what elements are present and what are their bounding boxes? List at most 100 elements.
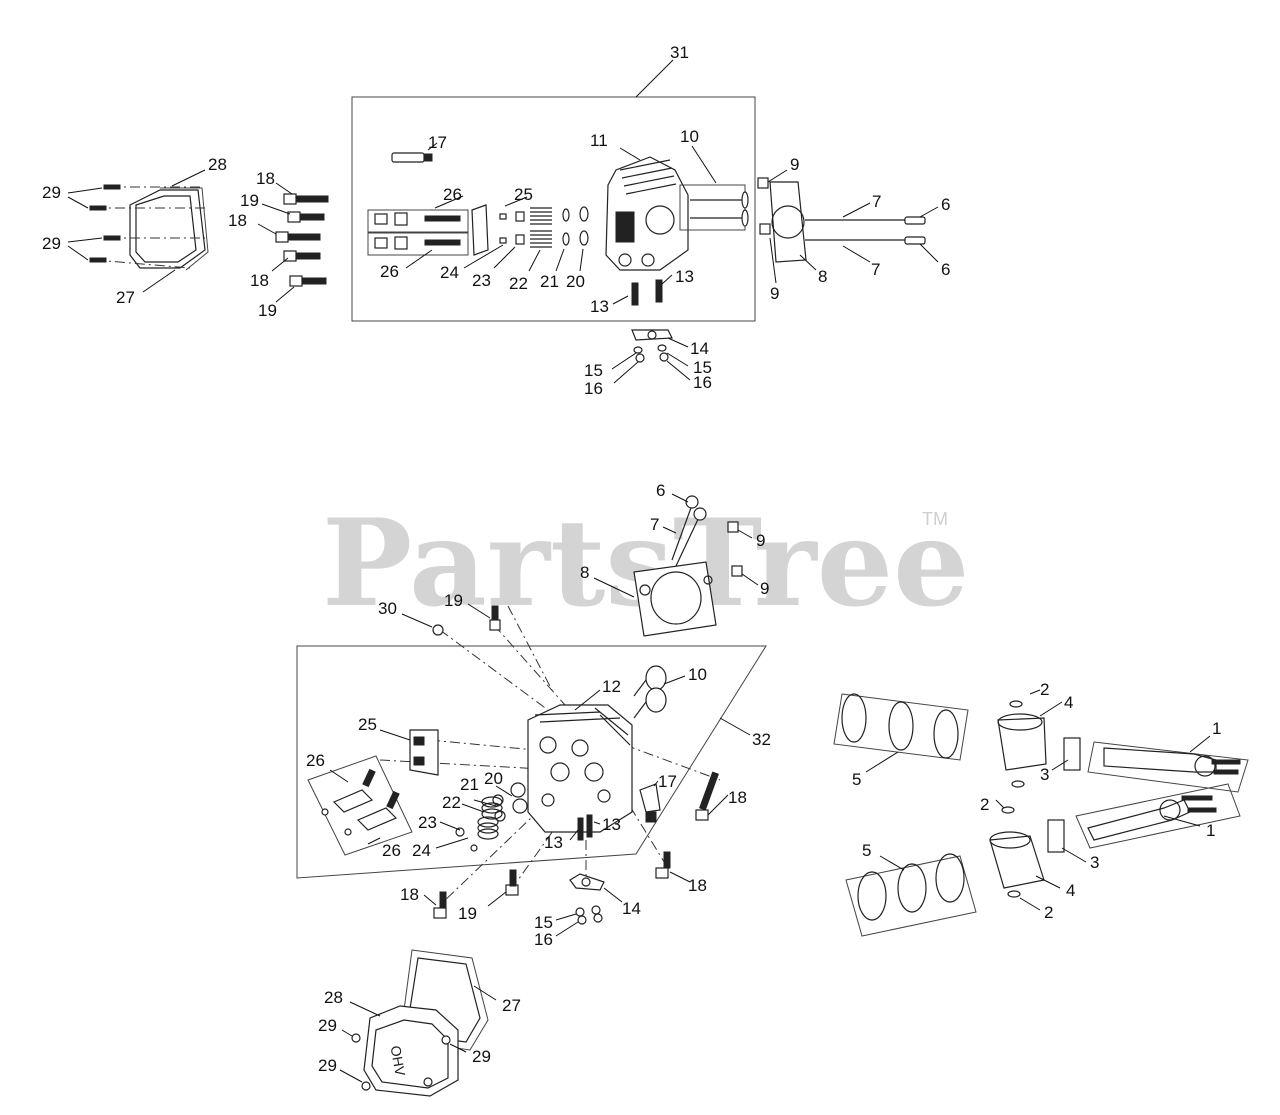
intake-studs-top[interactable]: [611, 274, 691, 384]
callout-18a: 18: [256, 169, 275, 188]
callout-28b: 28: [324, 988, 343, 1007]
wrist-pin-3-top[interactable]: [1051, 737, 1081, 771]
connecting-rod-1-bottom[interactable]: [1075, 783, 1241, 849]
head-gasket-8-bottom[interactable]: [593, 561, 717, 637]
piston-ring-set-5-bottom[interactable]: [845, 853, 977, 937]
callout-8b: 8: [580, 563, 589, 582]
valve-train-top[interactable]: [463, 196, 589, 272]
callout-24: 24: [440, 263, 459, 282]
intake-flange-bottom[interactable]: [555, 873, 623, 937]
callout-25b: 25: [358, 715, 377, 734]
head-gasket-8-top[interactable]: [757, 169, 817, 284]
callout-15a: 15: [584, 361, 603, 380]
valve-springs-bottom[interactable]: [435, 782, 528, 852]
callout-16c: 16: [534, 930, 553, 949]
callout-29e: 29: [318, 1056, 337, 1075]
callout-30: 30: [378, 599, 397, 618]
head-bolts-bottom[interactable]: [401, 603, 729, 919]
cylinder-head-11[interactable]: [605, 147, 689, 271]
callout-19d: 19: [458, 904, 477, 923]
piston-4-bottom[interactable]: [989, 799, 1061, 911]
callout-2b: 2: [980, 795, 989, 814]
callout-29d: 29: [472, 1047, 491, 1066]
callout-15b: 15: [693, 358, 712, 377]
callout-4a: 4: [1064, 693, 1073, 712]
studs-13-bottom[interactable]: [569, 814, 601, 841]
callout-18e: 18: [688, 876, 707, 895]
callout-16b: 16: [693, 373, 712, 392]
piston-ring-set-5-top[interactable]: [833, 693, 969, 773]
callout-13d: 13: [602, 815, 621, 834]
callout-32: 32: [752, 730, 771, 749]
callout-14b: 14: [622, 899, 641, 918]
callout-6a: 6: [941, 195, 950, 214]
spark-plug-17[interactable]: [391, 142, 438, 163]
callout-3b: 3: [1090, 853, 1099, 872]
callout-29b: 29: [42, 234, 61, 253]
svg-text:OHV: OHV: [388, 1044, 409, 1077]
callout-16a: 16: [584, 379, 603, 398]
callout-15c: 15: [534, 913, 553, 932]
callout-17: 17: [428, 133, 447, 152]
piston-4-top[interactable]: [997, 689, 1063, 788]
spark-plug-17-bottom[interactable]: [639, 780, 661, 823]
callout-18f: 18: [400, 885, 419, 904]
assembly-box-31: [351, 96, 756, 322]
pushrods-lifters-bottom[interactable]: [662, 493, 759, 586]
valve-cover-top[interactable]: [67, 169, 209, 293]
callout-12: 12: [602, 677, 621, 696]
connecting-rod-1-top[interactable]: [1087, 735, 1249, 793]
callout-1b: 1: [1206, 821, 1215, 840]
callout-9d: 9: [760, 579, 769, 598]
cylinder-head-12[interactable]: [527, 689, 633, 833]
callout-18b: 18: [228, 211, 247, 230]
head-bolts-top[interactable]: [257, 182, 329, 303]
callout-26d: 26: [382, 841, 401, 860]
callout-26c: 26: [306, 751, 325, 770]
rocker-arm-set-26[interactable]: [367, 195, 469, 269]
callout-5a: 5: [852, 770, 861, 789]
valve-cover-bottom[interactable]: OHV: [339, 949, 497, 1097]
callout-25: 25: [514, 185, 533, 204]
callout-1a: 1: [1212, 719, 1221, 738]
valves-10-bottom[interactable]: [633, 665, 686, 719]
callout-14: 14: [690, 339, 709, 358]
callout-7c: 7: [650, 515, 659, 534]
valves-10[interactable]: [679, 145, 749, 231]
callout-4b: 4: [1066, 881, 1075, 900]
callout-31: 31: [670, 43, 689, 62]
callout-21: 21: [540, 272, 559, 291]
callout-2a: 2: [1040, 680, 1049, 699]
callout-8: 8: [818, 267, 827, 286]
callout-27-top: 27: [116, 288, 135, 307]
callout-26a: 26: [443, 185, 462, 204]
callout-9c: 9: [756, 531, 765, 550]
callout-27-bottom: 27: [502, 996, 521, 1015]
leader-31: [635, 59, 674, 98]
callout-21b: 21: [460, 775, 479, 794]
callout-28: 28: [208, 155, 227, 174]
assembly-box-32: [296, 645, 767, 879]
callout-23: 23: [472, 271, 491, 290]
callout-20: 20: [566, 272, 585, 291]
callout-5b: 5: [862, 841, 871, 860]
callout-7b: 7: [871, 260, 880, 279]
callout-18d: 18: [728, 788, 747, 807]
callout-labels: 31 17 11 10 9 9 28 29 29 18 19 18 18 19 …: [42, 43, 1221, 1075]
callout-2c: 2: [1044, 903, 1053, 922]
leader-32: [719, 717, 751, 736]
callout-7a: 7: [872, 192, 881, 211]
callout-10: 10: [680, 127, 699, 146]
pushrods-7-lifters-6-top[interactable]: [805, 202, 939, 263]
wrist-pin-3-bottom[interactable]: [1047, 819, 1087, 863]
callout-9b: 9: [770, 284, 779, 303]
watermark-trademark: TM: [922, 509, 948, 529]
callout-19a: 19: [240, 191, 259, 210]
callout-9: 9: [790, 155, 799, 174]
rocker-arms-bottom[interactable]: [307, 729, 439, 856]
callout-22: 22: [509, 274, 528, 293]
callout-13a: 13: [590, 297, 609, 316]
callout-6b: 6: [941, 260, 950, 279]
callout-11: 11: [590, 131, 608, 150]
